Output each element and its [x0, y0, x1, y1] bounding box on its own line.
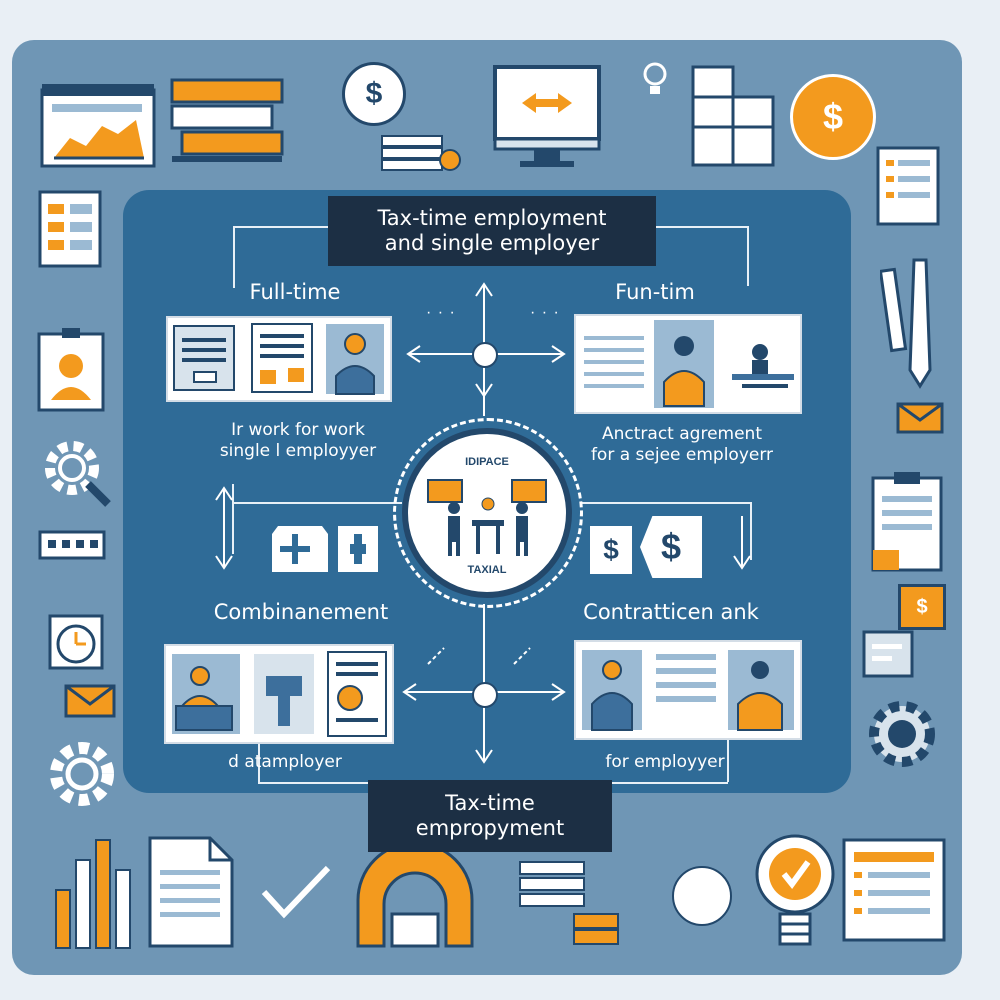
title-line-2: and single employer — [384, 231, 600, 255]
gear-icon — [44, 736, 120, 812]
card-full-time — [166, 316, 392, 402]
label-contratticen-ank: Contratticen ank — [583, 600, 759, 624]
card-contratticen-ank — [574, 640, 802, 740]
hub-top-text: IDIPACE — [465, 456, 509, 468]
gear-dollar-icon — [862, 694, 942, 774]
diagram-title: Tax-time employment and single employer — [328, 196, 656, 266]
meeting-people-icon — [427, 479, 547, 556]
dots-left: · · · — [426, 304, 456, 321]
bar-chart-icon — [50, 820, 142, 950]
gear-magnifier-icon — [36, 432, 116, 512]
dollar-left-text: $ — [603, 534, 619, 565]
dollar-card-right: $ — [640, 516, 702, 578]
caption-combinanement: d atamployer — [228, 752, 342, 772]
frame-line-left-lower — [258, 718, 260, 782]
caption-full-time-line-2: single l employyer — [219, 441, 377, 462]
hub-node-bottom — [472, 682, 498, 708]
paper-document-icon — [148, 836, 234, 948]
label-combinanement: Combinanement — [213, 600, 389, 624]
connector-top-left — [232, 502, 402, 504]
caption-fun-tim-line-2: for a sejee employerr — [590, 445, 774, 466]
dots-right: · · · — [530, 304, 560, 321]
frame-line-left — [233, 226, 235, 288]
building-blocks-icon — [690, 64, 785, 168]
stacked-books-icon — [168, 70, 288, 166]
coin-tag-icon: $ — [898, 584, 946, 630]
dollar-coin-icon: $ — [342, 62, 406, 126]
connector-top-right — [582, 502, 752, 504]
dollar-sign: $ — [365, 77, 383, 110]
hub-bottom-text: TAXIAL — [467, 564, 507, 576]
mail-icon — [896, 402, 944, 434]
orange-coin-icon: $ — [790, 74, 876, 160]
dollar-right-text: $ — [660, 526, 682, 567]
connector-vertical-left — [232, 484, 234, 554]
arch-bridge-icon — [352, 840, 478, 950]
photo-badge-icon — [672, 866, 732, 926]
caption-full-time: Ir work for work single l employyer — [188, 420, 408, 463]
caption-contratticen-ank: for employyer — [605, 752, 725, 772]
frame-line-right-lower — [727, 718, 729, 782]
calendar-strip-icon — [38, 530, 106, 560]
clipboard-icon — [870, 470, 944, 574]
card-combinanement — [164, 644, 394, 744]
pen-icon — [878, 240, 940, 390]
bar-chart-board-icon — [40, 82, 160, 170]
central-hub: IDIPACE TAXIAL — [402, 428, 572, 598]
footer-line-2: empropyment — [415, 816, 565, 840]
lightbulb-check-icon — [752, 832, 838, 950]
monitor-icon — [492, 64, 602, 170]
card-fun-tim — [574, 314, 802, 414]
label-fun-tim: Fun-tim — [615, 280, 695, 304]
footer-line-1: Tax-time — [445, 790, 535, 815]
central-hub-ring — [393, 418, 583, 608]
id-badge-icon — [36, 326, 106, 412]
tag-dollar-sign: $ — [916, 595, 928, 618]
caption-fun-tim-line-1: Anctract agrement — [602, 424, 762, 444]
footer-title: Tax-time empropyment — [368, 780, 612, 852]
frame-line-right — [747, 226, 749, 286]
lightbulb-small-icon — [640, 60, 670, 100]
connector-vertical-right — [750, 504, 752, 560]
hub-node-top — [472, 342, 498, 368]
dollar-card-left: $ — [590, 526, 632, 574]
title-line-1: Tax-time employment — [377, 205, 607, 230]
note-board-icon — [862, 630, 914, 678]
label-full-time: Full-time — [249, 280, 341, 304]
caption-full-time-line-1: Ir work for work — [231, 420, 365, 440]
clock-icon — [46, 612, 106, 672]
coin-dollar-sign: $ — [822, 96, 844, 137]
document-stack-icon — [514, 858, 624, 950]
caption-fun-tim: Anctract agrement for a sejee employerr — [572, 424, 792, 467]
envelope-icon — [64, 684, 116, 718]
checklist-document-icon — [876, 146, 940, 226]
receipt-stack-icon — [380, 130, 465, 172]
document-table-icon — [38, 190, 102, 268]
report-document-icon — [842, 838, 946, 942]
add-document-icon — [270, 524, 330, 574]
tag-icon — [336, 524, 380, 574]
checkmark-icon — [258, 862, 334, 922]
